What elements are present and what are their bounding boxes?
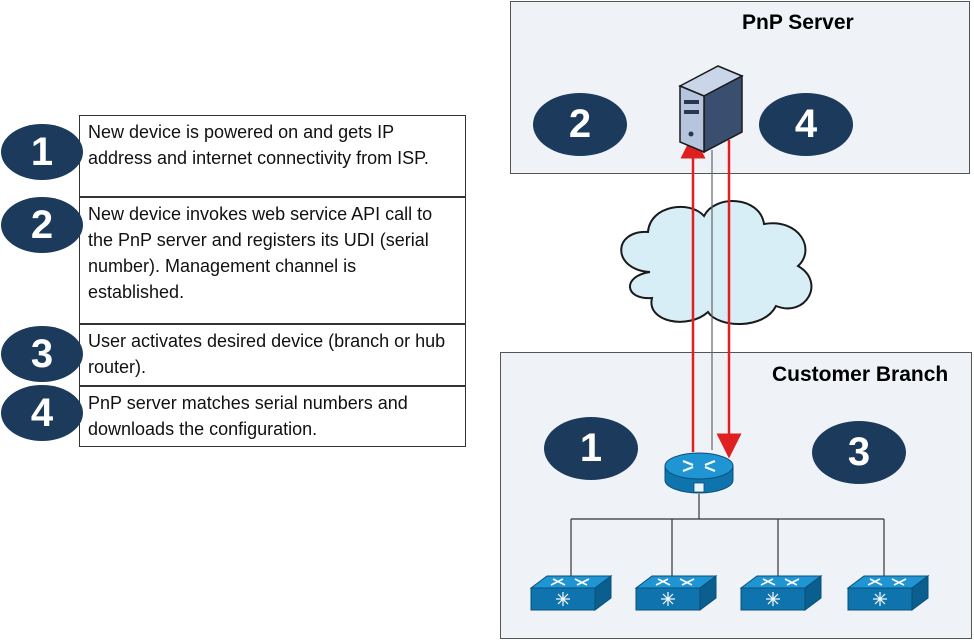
server-icon xyxy=(678,65,744,154)
pnp-badge-2: 2 xyxy=(533,93,627,156)
switch-4-icon xyxy=(846,575,930,611)
branch-badge-1: 1 xyxy=(544,417,638,480)
step-1-badge: 1 xyxy=(1,124,83,180)
customer-branch-title: Customer Branch xyxy=(772,363,949,386)
step-2-badge: 2 xyxy=(1,197,83,253)
step-4-box: PnP server matches serial numbers and do… xyxy=(79,386,466,447)
cloud-icon xyxy=(620,200,813,325)
router-icon xyxy=(664,452,734,494)
switch-3-icon xyxy=(739,575,823,611)
step-1-box: New device is powered on and gets IP add… xyxy=(79,115,466,197)
switch-1-icon xyxy=(529,575,613,611)
step-2-text: New device invokes web service API call … xyxy=(88,204,433,302)
branch-badge-3: 3 xyxy=(812,421,906,484)
step-3-badge: 3 xyxy=(1,326,83,382)
pnp-server-title: PnP Server xyxy=(742,11,854,34)
pnp-badge-4: 4 xyxy=(759,93,853,156)
step-2-box: New device invokes web service API call … xyxy=(79,197,466,324)
step-1-text: New device is powered on and gets IP add… xyxy=(88,122,429,168)
step-3-text: User activates desired device (branch or… xyxy=(88,331,446,377)
step-4-text: PnP server matches serial numbers and do… xyxy=(88,393,408,439)
switch-2-icon xyxy=(634,575,718,611)
branch-links xyxy=(570,494,885,577)
step-4-badge: 4 xyxy=(1,385,83,441)
